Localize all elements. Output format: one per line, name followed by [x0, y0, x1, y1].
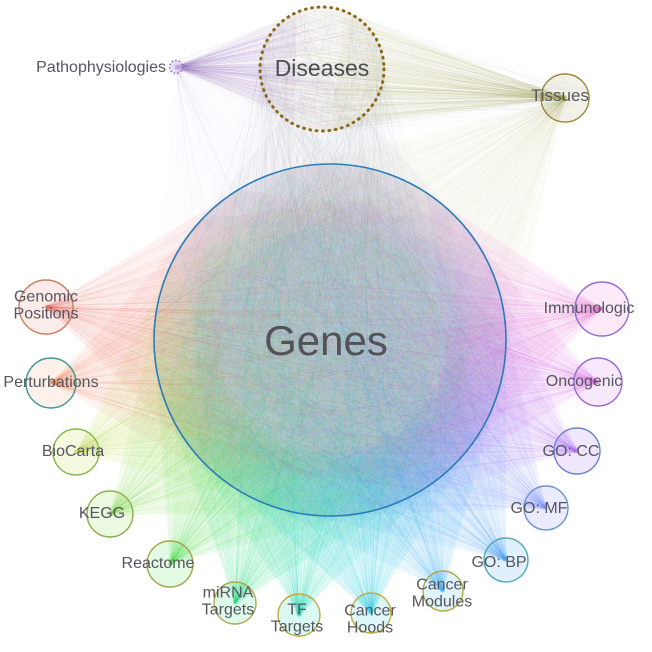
edge-glow-go_cc-genes: [379, 264, 577, 509]
node-base-fills: [154, 7, 506, 516]
edges-pathophysiologies-diseases: [173, 9, 381, 124]
edges-diseases-pathophysiologies: [170, 6, 385, 132]
edge-glow-tf_targets-genes: [182, 436, 453, 615]
edge-glow-genomic_positions-genes: [46, 189, 239, 466]
edge-glow-go_mf-genes: [336, 303, 546, 516]
node-go_mf[interactable]: [523, 485, 569, 531]
edges-immunologic-genes: [159, 174, 605, 506]
label-diseases: Diseases: [275, 55, 370, 81]
node-tissues[interactable]: [540, 73, 590, 123]
node-biocarta[interactable]: [52, 428, 100, 476]
edges-genomic_positions-genes: [43, 172, 490, 503]
node-fill-genes: [154, 164, 506, 516]
node-diseases[interactable]: [258, 5, 386, 133]
node-genomic_positions[interactable]: [18, 279, 74, 335]
edge-glow-oncogenic-genes: [422, 225, 598, 490]
node-pathophysiologies[interactable]: [168, 59, 184, 75]
edges-biocarta-genes: [73, 172, 496, 501]
node-tf_targets[interactable]: [277, 593, 321, 637]
edges-tissues-diseases: [265, 11, 568, 126]
node-cancer_modules[interactable]: [422, 570, 464, 612]
label-tissues: Tissues: [531, 86, 589, 105]
node-oncogenic[interactable]: [573, 357, 623, 407]
edges-perturbations-genes: [48, 172, 481, 501]
label-go_bp: GO: BP: [471, 554, 526, 571]
node-kegg[interactable]: [86, 490, 134, 538]
node-circles: [18, 5, 630, 637]
node-fill-diseases: [260, 7, 384, 131]
node-reactome[interactable]: [146, 540, 194, 588]
node-perturbations[interactable]: [25, 357, 77, 409]
edge-glow-kegg-genes: [110, 301, 329, 516]
node-go_cc[interactable]: [553, 427, 601, 475]
label-go_mf: GO: MF: [511, 500, 568, 517]
edges-go_bp-genes: [164, 178, 509, 563]
edges-kegg-genes: [107, 175, 496, 517]
label-kegg: KEGG: [79, 505, 125, 522]
edges-oncogenic-genes: [169, 174, 601, 506]
node-genes[interactable]: [153, 163, 507, 517]
label-go_cc: GO: CC: [543, 443, 600, 460]
edge-glow-mirna_targets-genes: [163, 397, 421, 603]
label-oncogenic: Oncogenic: [546, 373, 623, 390]
edges-cancer_hoods-genes: [183, 180, 500, 616]
edges-diseases-tissues: [260, 6, 586, 132]
edge-lines: [43, 6, 605, 618]
label-perturbations: Perturbations: [3, 374, 98, 391]
edges-tissues-genes: [161, 95, 568, 502]
label-pathophysiologies: Pathophysiologies: [36, 59, 166, 76]
edge-glow-tissues-diseases: [330, 11, 565, 131]
node-labels: Genes Diseases PathophysiologiesTissuesGen…: [3, 55, 634, 637]
edge-glow-immunologic-genes: [427, 193, 602, 462]
node-mirna_targets[interactable]: [213, 581, 257, 625]
edge-glow-cancer_hoods-genes: [212, 430, 481, 613]
edges-tf_targets-genes: [161, 173, 492, 618]
label-genes: Genes: [264, 317, 388, 364]
edges-pathophysiologies-genes: [173, 65, 461, 481]
edges-go_mf-genes: [179, 173, 549, 511]
edge-glow-biocarta-genes: [76, 260, 283, 510]
label-biocarta: BioCarta: [42, 443, 104, 460]
node-go_bp[interactable]: [483, 537, 529, 583]
label-reactome: Reactome: [122, 555, 195, 572]
edge-glow-cancer_modules-genes: [252, 387, 500, 591]
edge-glow-fans: [46, 11, 602, 615]
edge-glow-go_bp-genes: [291, 340, 506, 560]
edge-glow-perturbations-genes: [51, 220, 243, 493]
node-cancer_hoods[interactable]: [350, 592, 392, 634]
edges-diseases-genes: [159, 6, 500, 505]
edges-cancer_modules-genes: [164, 173, 501, 594]
edge-glow-reactome-genes: [154, 352, 375, 564]
edges-mirna_targets-genes: [159, 176, 497, 606]
edges-go_cc-genes: [162, 178, 580, 496]
edges-reactome-genes: [162, 178, 501, 567]
label-immunologic: Immunologic: [544, 300, 635, 317]
node-immunologic[interactable]: [574, 281, 630, 337]
